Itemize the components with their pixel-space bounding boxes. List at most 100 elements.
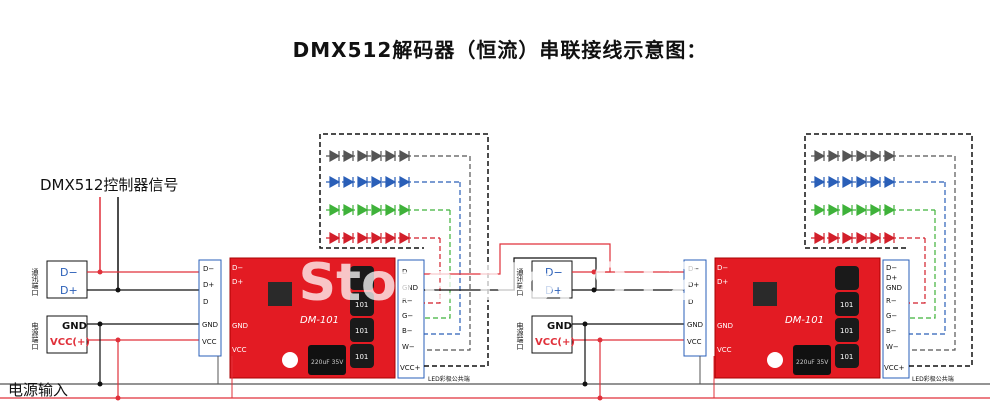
led-common-label-left: LED彩极公共端: [428, 375, 470, 383]
svg-text:101: 101: [355, 301, 368, 309]
input-block-right: [683, 259, 707, 357]
terminal-vcc-right: VCC(+): [535, 337, 575, 348]
svg-text:GND: GND: [402, 284, 418, 292]
board-model-left: DM-101: [300, 315, 339, 326]
svg-text:101: 101: [840, 327, 853, 335]
led-diode-icon: [343, 175, 355, 189]
led-diode-icon: [842, 203, 854, 217]
led-diode-icon: [856, 203, 868, 217]
led-diode-icon: [399, 175, 411, 189]
svg-text:VCC: VCC: [717, 346, 732, 354]
led-diode-icon: [357, 175, 369, 189]
led-diode-icon: [870, 231, 882, 245]
svg-text:W−: W−: [886, 343, 899, 351]
led-diode-icon: [814, 175, 826, 189]
output-block-right: [882, 259, 910, 379]
power-terminal-right: [531, 315, 573, 354]
led-diode-icon: [399, 149, 411, 163]
terminal-gnd-right: GND: [547, 321, 572, 332]
board-model-right: DM-101: [785, 315, 824, 326]
terminal-dplus-left: D+: [60, 284, 78, 297]
comm-terminal-right: [531, 260, 573, 299]
led-diode-icon: [884, 231, 896, 245]
svg-text:D−: D−: [886, 264, 897, 272]
svg-text:VCC: VCC: [202, 338, 217, 346]
led-diode-icon: [343, 149, 355, 163]
led-diode-icon: [329, 175, 341, 189]
svg-text:101: 101: [840, 301, 853, 309]
svg-text:R−: R−: [886, 297, 897, 305]
led-diode-icon: [870, 203, 882, 217]
led-diode-icon: [371, 231, 383, 245]
svg-text:101: 101: [840, 353, 853, 361]
led-diode-icon: [329, 231, 341, 245]
svg-text:101: 101: [355, 353, 368, 361]
svg-text:W−: W−: [402, 343, 415, 351]
input-block-left: [198, 259, 222, 357]
svg-text:D+: D+: [886, 274, 897, 282]
svg-text:VCC+: VCC+: [400, 364, 421, 372]
power-terminal-left: [46, 315, 88, 354]
svg-text:GND: GND: [232, 322, 248, 330]
comm-port-label-right: 通讯端口: [516, 267, 524, 296]
led-diode-icon: [814, 203, 826, 217]
led-diode-icon: [385, 231, 397, 245]
led-diode-icon: [842, 149, 854, 163]
led-diode-icon: [329, 149, 341, 163]
svg-text:GND: GND: [202, 321, 218, 329]
svg-text:GND: GND: [886, 284, 902, 292]
svg-text:D+: D+: [688, 281, 699, 289]
svg-text:220uF 35V: 220uF 35V: [796, 359, 829, 366]
svg-text:VCC: VCC: [232, 346, 247, 354]
led-diode-icon: [884, 149, 896, 163]
output-block-left: [397, 259, 425, 379]
svg-text:D+: D+: [203, 281, 214, 289]
led-diode-icon: [828, 203, 840, 217]
terminal-vcc-left: VCC(+): [50, 337, 90, 348]
svg-text:GND: GND: [717, 322, 733, 330]
led-diode-icon: [343, 231, 355, 245]
unit-right: 通讯端口 D− D+ 电源端口 GND VCC(+) D− D+ D GND: [516, 133, 973, 401]
svg-text:D+: D+: [717, 278, 728, 286]
led-diode-icon: [856, 231, 868, 245]
svg-text:D−: D−: [203, 265, 214, 273]
led-diode-icon: [357, 231, 369, 245]
led-diode-icon: [371, 203, 383, 217]
svg-text:D−: D−: [232, 264, 243, 272]
led-diode-icon: [814, 149, 826, 163]
svg-text:B−: B−: [402, 327, 413, 335]
svg-text:220uF 35V: 220uF 35V: [311, 359, 344, 366]
capacitor-left: [308, 345, 346, 375]
svg-text:VCC+: VCC+: [884, 364, 905, 372]
led-diode-icon: [870, 149, 882, 163]
comm-terminal-left: [46, 260, 88, 299]
led-diode-icon: [842, 175, 854, 189]
led-diode-icon: [828, 231, 840, 245]
terminal-gnd-left: GND: [62, 321, 87, 332]
signal-label: DMX512控制器信号: [40, 176, 178, 194]
led-diode-icon: [385, 175, 397, 189]
led-diode-icon: [828, 175, 840, 189]
led-diode-icon: [371, 175, 383, 189]
svg-text:D: D: [203, 298, 208, 306]
led-diode-icon: [399, 203, 411, 217]
led-diode-icon: [343, 203, 355, 217]
terminal-dminus-right: D−: [545, 266, 563, 279]
svg-text:D+: D+: [232, 278, 243, 286]
led-diode-icon: [385, 149, 397, 163]
led-diode-icon: [357, 149, 369, 163]
svg-text:D−: D−: [717, 264, 728, 272]
led-diode-icon: [399, 231, 411, 245]
svg-text:D: D: [402, 268, 407, 276]
led-diode-icon: [385, 203, 397, 217]
power-port-label-right: 电源端口: [516, 321, 524, 350]
terminal-dplus-right: D+: [545, 284, 563, 297]
svg-text:101: 101: [355, 327, 368, 335]
led-common-label-right: LED彩极公共端: [912, 375, 954, 383]
led-diode-icon: [884, 175, 896, 189]
svg-text:D−: D−: [688, 265, 699, 273]
svg-text:R−: R−: [402, 297, 413, 305]
led-diode-icon: [856, 175, 868, 189]
led-diode-icon: [329, 203, 341, 217]
